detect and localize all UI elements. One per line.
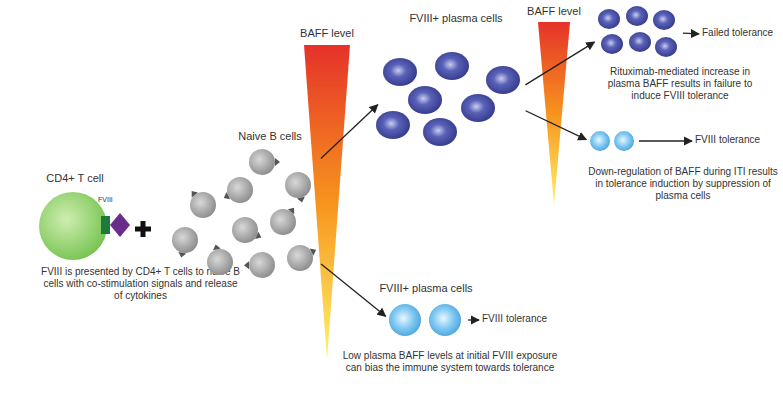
cell-group: Naive B cells (170, 148, 318, 280)
arrow (526, 111, 587, 140)
cell (408, 86, 442, 114)
cell (383, 58, 417, 86)
cell (227, 177, 253, 203)
cell (423, 118, 457, 146)
cell (207, 249, 233, 275)
note-label: Low plasma BAFF levels at initial FVIII … (340, 350, 560, 374)
cell-group: Rituximab-mediated increase in plasma BA… (597, 8, 679, 58)
cell (655, 37, 677, 57)
receptor (213, 245, 221, 251)
cell-art (170, 148, 318, 280)
node-text: FVIII (98, 196, 128, 205)
arrow (468, 319, 479, 320)
cell (429, 304, 461, 336)
cell (376, 111, 410, 139)
cell (249, 149, 275, 175)
cell (614, 131, 634, 151)
cell (389, 304, 421, 336)
cell (249, 252, 275, 278)
cell (461, 94, 495, 122)
node-text: FVIII+ plasma cells (396, 12, 516, 25)
baff-gradient-bar (304, 45, 350, 360)
node-text: Rituximab-mediated increase in plasma BA… (595, 66, 765, 103)
receptor (297, 197, 305, 203)
cell (653, 10, 675, 30)
arrow (321, 264, 386, 316)
fviii-antigen (110, 213, 130, 237)
cell (172, 227, 198, 253)
cell (486, 66, 520, 94)
node-text: Failed tolerance (702, 27, 782, 39)
node-text: FVIII tolerance (695, 134, 779, 146)
cell-art (388, 302, 464, 338)
t-cell (39, 192, 107, 260)
cell (626, 6, 648, 26)
arrow (321, 105, 378, 159)
baff-gradient-bar (538, 22, 570, 205)
receptor (224, 192, 230, 199)
receptor (275, 158, 280, 166)
cell (232, 217, 258, 243)
cell (601, 34, 623, 54)
receptor (255, 232, 261, 239)
cell (190, 192, 216, 218)
cell-group: Failed tolerance (702, 27, 782, 41)
node-text: Down-regulation of BAFF during ITI resul… (588, 166, 778, 203)
arrow (639, 140, 692, 141)
cell-group: FVIII tolerance (695, 134, 779, 148)
receptor (192, 191, 198, 197)
cell-art (589, 130, 635, 152)
cell (270, 209, 296, 235)
node-text: Naive B cells (220, 130, 320, 143)
note-label: BAFF level (292, 27, 362, 40)
node-text: CD4+ T cell (30, 172, 120, 185)
cell (590, 131, 610, 151)
cell-art (597, 8, 679, 58)
node-text: FVIII+ plasma cells (366, 282, 486, 295)
cell-group: CD4+ T cellFVIIIFVIII is presented by CD… (40, 190, 132, 262)
cell-group: FVIII tolerance (482, 313, 562, 327)
cell-art (380, 52, 522, 144)
cell-group: FVIII+ plasma cells (380, 52, 522, 144)
receptor (310, 249, 316, 256)
tcr (101, 216, 110, 234)
receptor (178, 252, 186, 258)
cell-group: FVIII+ plasma cells (388, 302, 464, 338)
note-label: BAFF level (524, 5, 584, 18)
cell (287, 245, 313, 271)
cell (629, 32, 651, 52)
cell-art (40, 190, 132, 262)
cell (598, 9, 620, 29)
cell-group: Down-regulation of BAFF during ITI resul… (589, 130, 635, 152)
receptor (244, 261, 249, 269)
cell (285, 172, 311, 198)
cell (435, 52, 469, 80)
node-text: FVIII tolerance (482, 313, 562, 325)
plus-sign (135, 221, 151, 237)
arrow (683, 33, 699, 35)
receptor (288, 208, 294, 214)
arrow (525, 42, 594, 85)
